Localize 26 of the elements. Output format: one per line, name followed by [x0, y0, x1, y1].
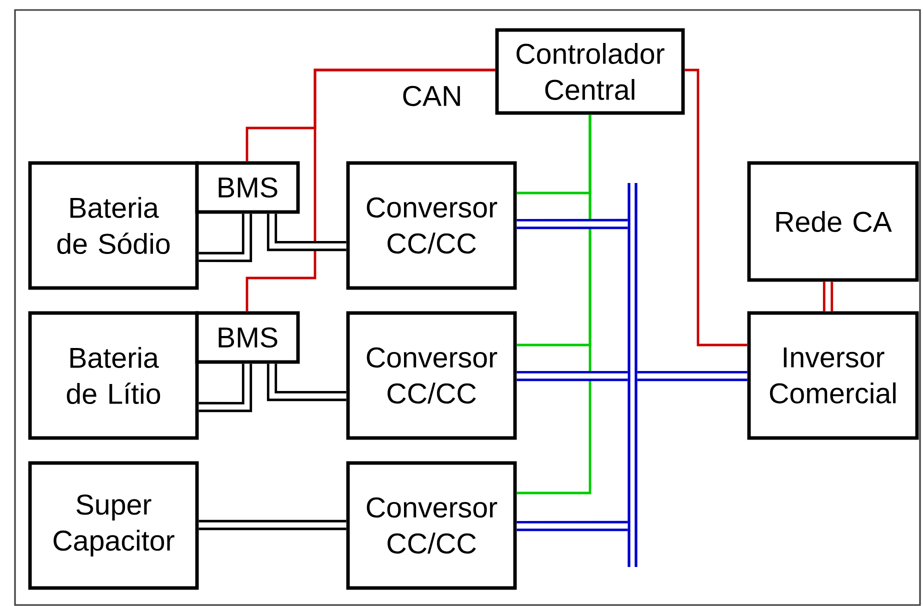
connector-line	[198, 364, 252, 412]
connector-line	[198, 520, 346, 530]
block-box: Conversor CC/CC	[346, 461, 517, 590]
connector-line	[516, 114, 592, 494]
block-box: Bateria de Lítio	[28, 311, 199, 440]
connector-line	[516, 520, 628, 532]
connector-line	[822, 282, 834, 312]
block-box: Bateria de Sódio	[28, 161, 199, 290]
block-box: BMS	[195, 311, 300, 364]
connector-line	[198, 214, 252, 262]
connector-line	[637, 370, 748, 382]
bus-label: CAN	[403, 86, 460, 106]
block-box: Controlador Central	[495, 28, 685, 115]
block-box: Super Capacitor	[28, 461, 199, 590]
bus-bar	[628, 183, 638, 567]
block-box: Conversor CC/CC	[346, 311, 517, 440]
connector-line	[516, 370, 628, 382]
block-box: Rede CA	[747, 161, 919, 282]
block-box: Inversor Comercial	[747, 311, 919, 440]
connector-line	[266, 214, 346, 252]
block-box: BMS	[195, 161, 300, 214]
connector-line	[684, 68, 748, 346]
connector-line	[516, 218, 628, 230]
connector-line	[266, 364, 346, 402]
block-box: Conversor CC/CC	[346, 161, 517, 290]
connector-line	[246, 68, 496, 312]
